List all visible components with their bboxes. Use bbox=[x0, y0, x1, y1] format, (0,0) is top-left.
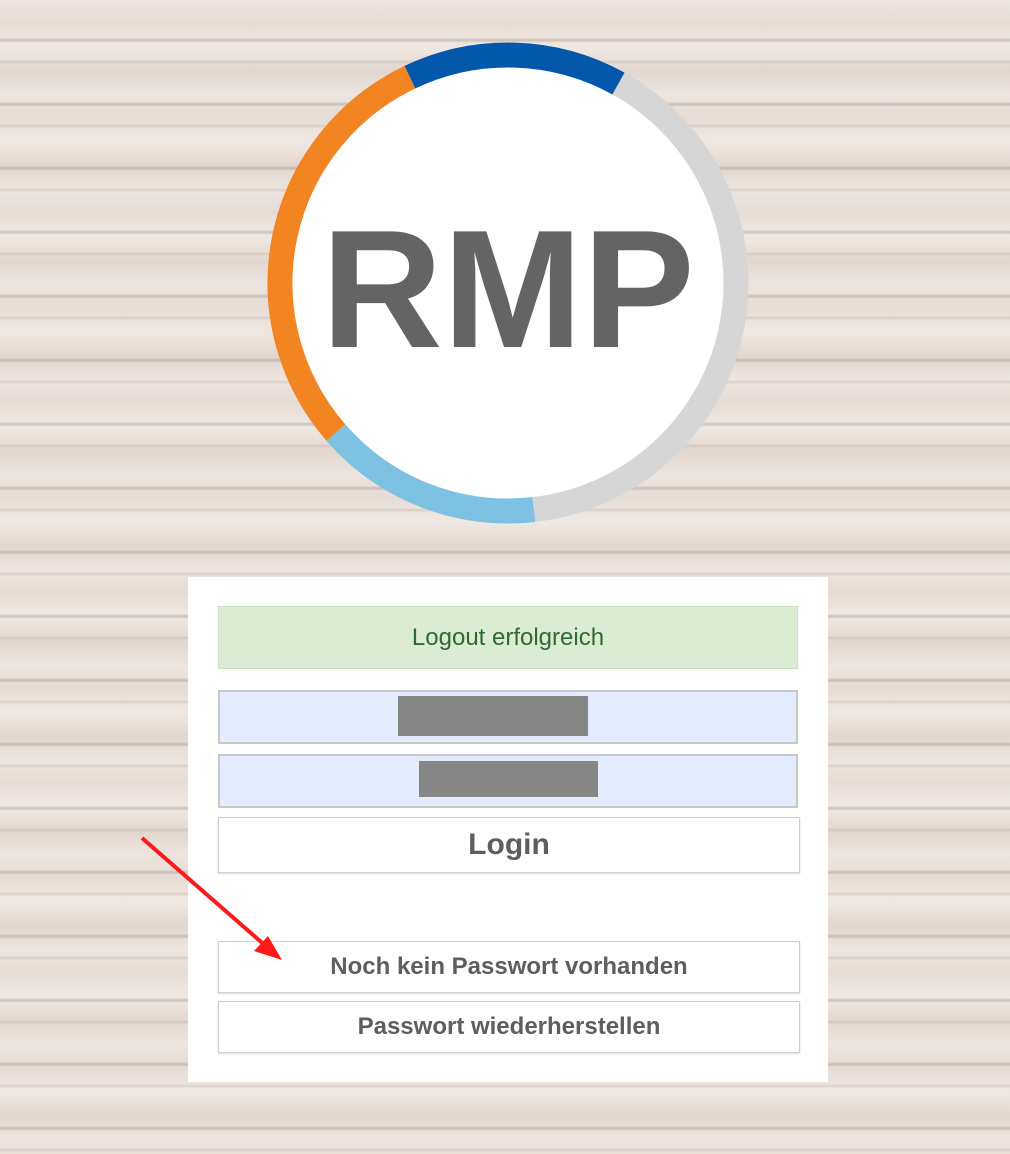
redacted-username bbox=[398, 696, 588, 736]
rmp-logo: RMP bbox=[267, 42, 749, 524]
logo-ring-blue bbox=[404, 42, 625, 95]
logo-ring-orange bbox=[267, 65, 416, 441]
logo-background bbox=[280, 55, 736, 511]
no-password-button[interactable]: Noch kein Passwort vorhanden bbox=[218, 941, 800, 993]
username-input[interactable] bbox=[218, 690, 798, 744]
login-card: Logout erfolgreich Login Noch kein Passw… bbox=[188, 577, 828, 1082]
password-input[interactable] bbox=[218, 754, 798, 808]
logout-success-alert: Logout erfolgreich bbox=[218, 606, 798, 669]
login-button[interactable]: Login bbox=[218, 817, 800, 873]
logo-ring-light-blue bbox=[326, 424, 536, 524]
logo-ring-gray bbox=[532, 72, 749, 522]
redacted-password bbox=[419, 761, 598, 797]
logo-text: RMP bbox=[321, 195, 694, 383]
recover-password-button[interactable]: Passwort wiederherstellen bbox=[218, 1001, 800, 1053]
